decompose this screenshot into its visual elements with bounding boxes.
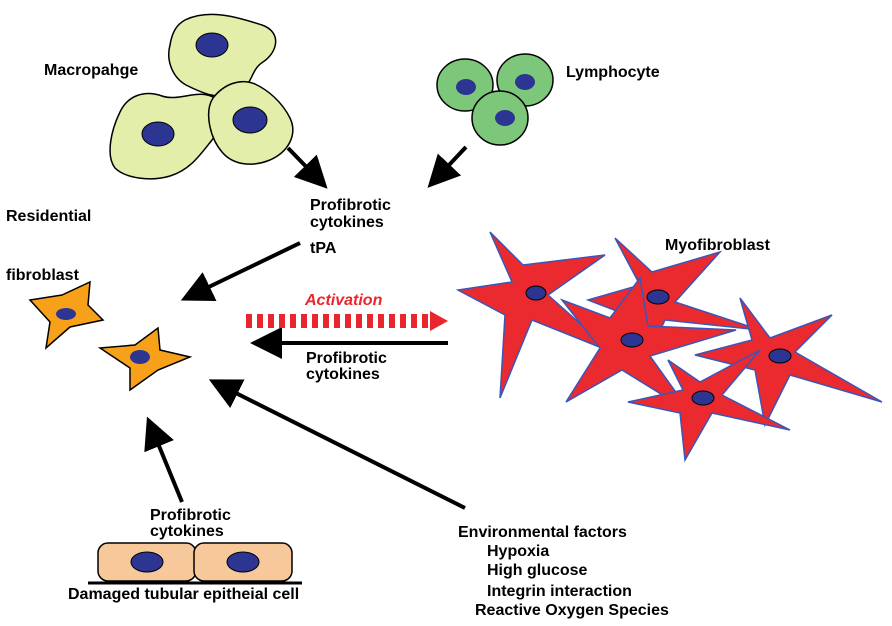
env-factor-item: Reactive Oxygen Species xyxy=(475,602,669,619)
myofibroblast-nucleus xyxy=(525,285,547,301)
myofibroblast-nucleus xyxy=(691,390,715,406)
damaged-cell-label: Damaged tubular epitheial cell xyxy=(68,586,300,603)
lymphocyte-cells xyxy=(436,53,554,146)
macrophage-nucleus xyxy=(141,121,175,147)
myofibroblast-cells xyxy=(455,231,883,463)
arrow-epithelium-to-fibroblast xyxy=(144,416,184,503)
lymphocyte-nucleus xyxy=(456,79,476,95)
env-factor-item: High glucose xyxy=(487,562,588,579)
activation-label: Activation xyxy=(305,292,383,309)
epithelial-cells xyxy=(88,542,302,585)
lymphocyte-nucleus xyxy=(515,74,535,90)
tpa-label: tPA xyxy=(310,240,337,257)
myofibroblast-nucleus xyxy=(620,332,644,348)
myofibroblast-nucleus xyxy=(646,289,670,305)
arrows xyxy=(144,145,468,510)
fibroblast-nucleus xyxy=(130,350,150,364)
activation-arrow xyxy=(246,311,448,331)
env-factor-item: Integrin interaction xyxy=(487,583,632,600)
cytokines-top-line2: cytokines xyxy=(310,214,384,231)
myofibroblast-cell xyxy=(559,276,737,413)
arrow-lymphocyte-to-cytokines xyxy=(427,145,468,188)
myofibroblast-cell xyxy=(627,349,791,463)
macrophage-label: Macropahge xyxy=(44,62,139,79)
epithelial-nucleus xyxy=(226,551,260,573)
cytokines-bottom-line2: cytokines xyxy=(150,523,224,540)
cytokines-top-line1: Profibrotic xyxy=(310,197,391,214)
env-factors-title: Environmental factors xyxy=(458,524,627,541)
activation-arrow-head xyxy=(430,311,448,331)
cytokines-bottom-line1: Profibrotic xyxy=(150,507,231,524)
lymphocyte-nucleus xyxy=(495,110,515,126)
lymphocyte-label: Lymphocyte xyxy=(566,64,660,81)
macrophage-nucleus xyxy=(232,106,268,134)
arrow-cytokines-to-fibroblast xyxy=(180,241,301,301)
fibroblast-label: fibroblast xyxy=(6,267,79,284)
fibroblast-nucleus xyxy=(56,308,76,320)
myofibroblast-cell xyxy=(694,297,883,428)
residential-label: Residential xyxy=(6,208,92,225)
macrophage-cell xyxy=(168,13,277,97)
macrophage-cells xyxy=(109,13,294,180)
myofibroblast-cell xyxy=(455,231,613,399)
myofibroblast-nucleus xyxy=(768,348,792,364)
cytokines-mid-line2: cytokines xyxy=(306,366,380,383)
epithelial-nucleus xyxy=(130,551,164,573)
myofibroblast-cell xyxy=(585,237,761,375)
arrow-macrophage-to-cytokines xyxy=(286,146,328,189)
arrow-environment-to-fibroblast xyxy=(208,379,466,510)
myofibroblast-label: Myofibroblast xyxy=(665,237,770,254)
fibroblast-cells xyxy=(28,280,193,392)
cytokines-mid-line1: Profibrotic xyxy=(306,350,387,367)
env-factor-item: Hypoxia xyxy=(487,543,550,560)
macrophage-nucleus xyxy=(195,32,229,58)
